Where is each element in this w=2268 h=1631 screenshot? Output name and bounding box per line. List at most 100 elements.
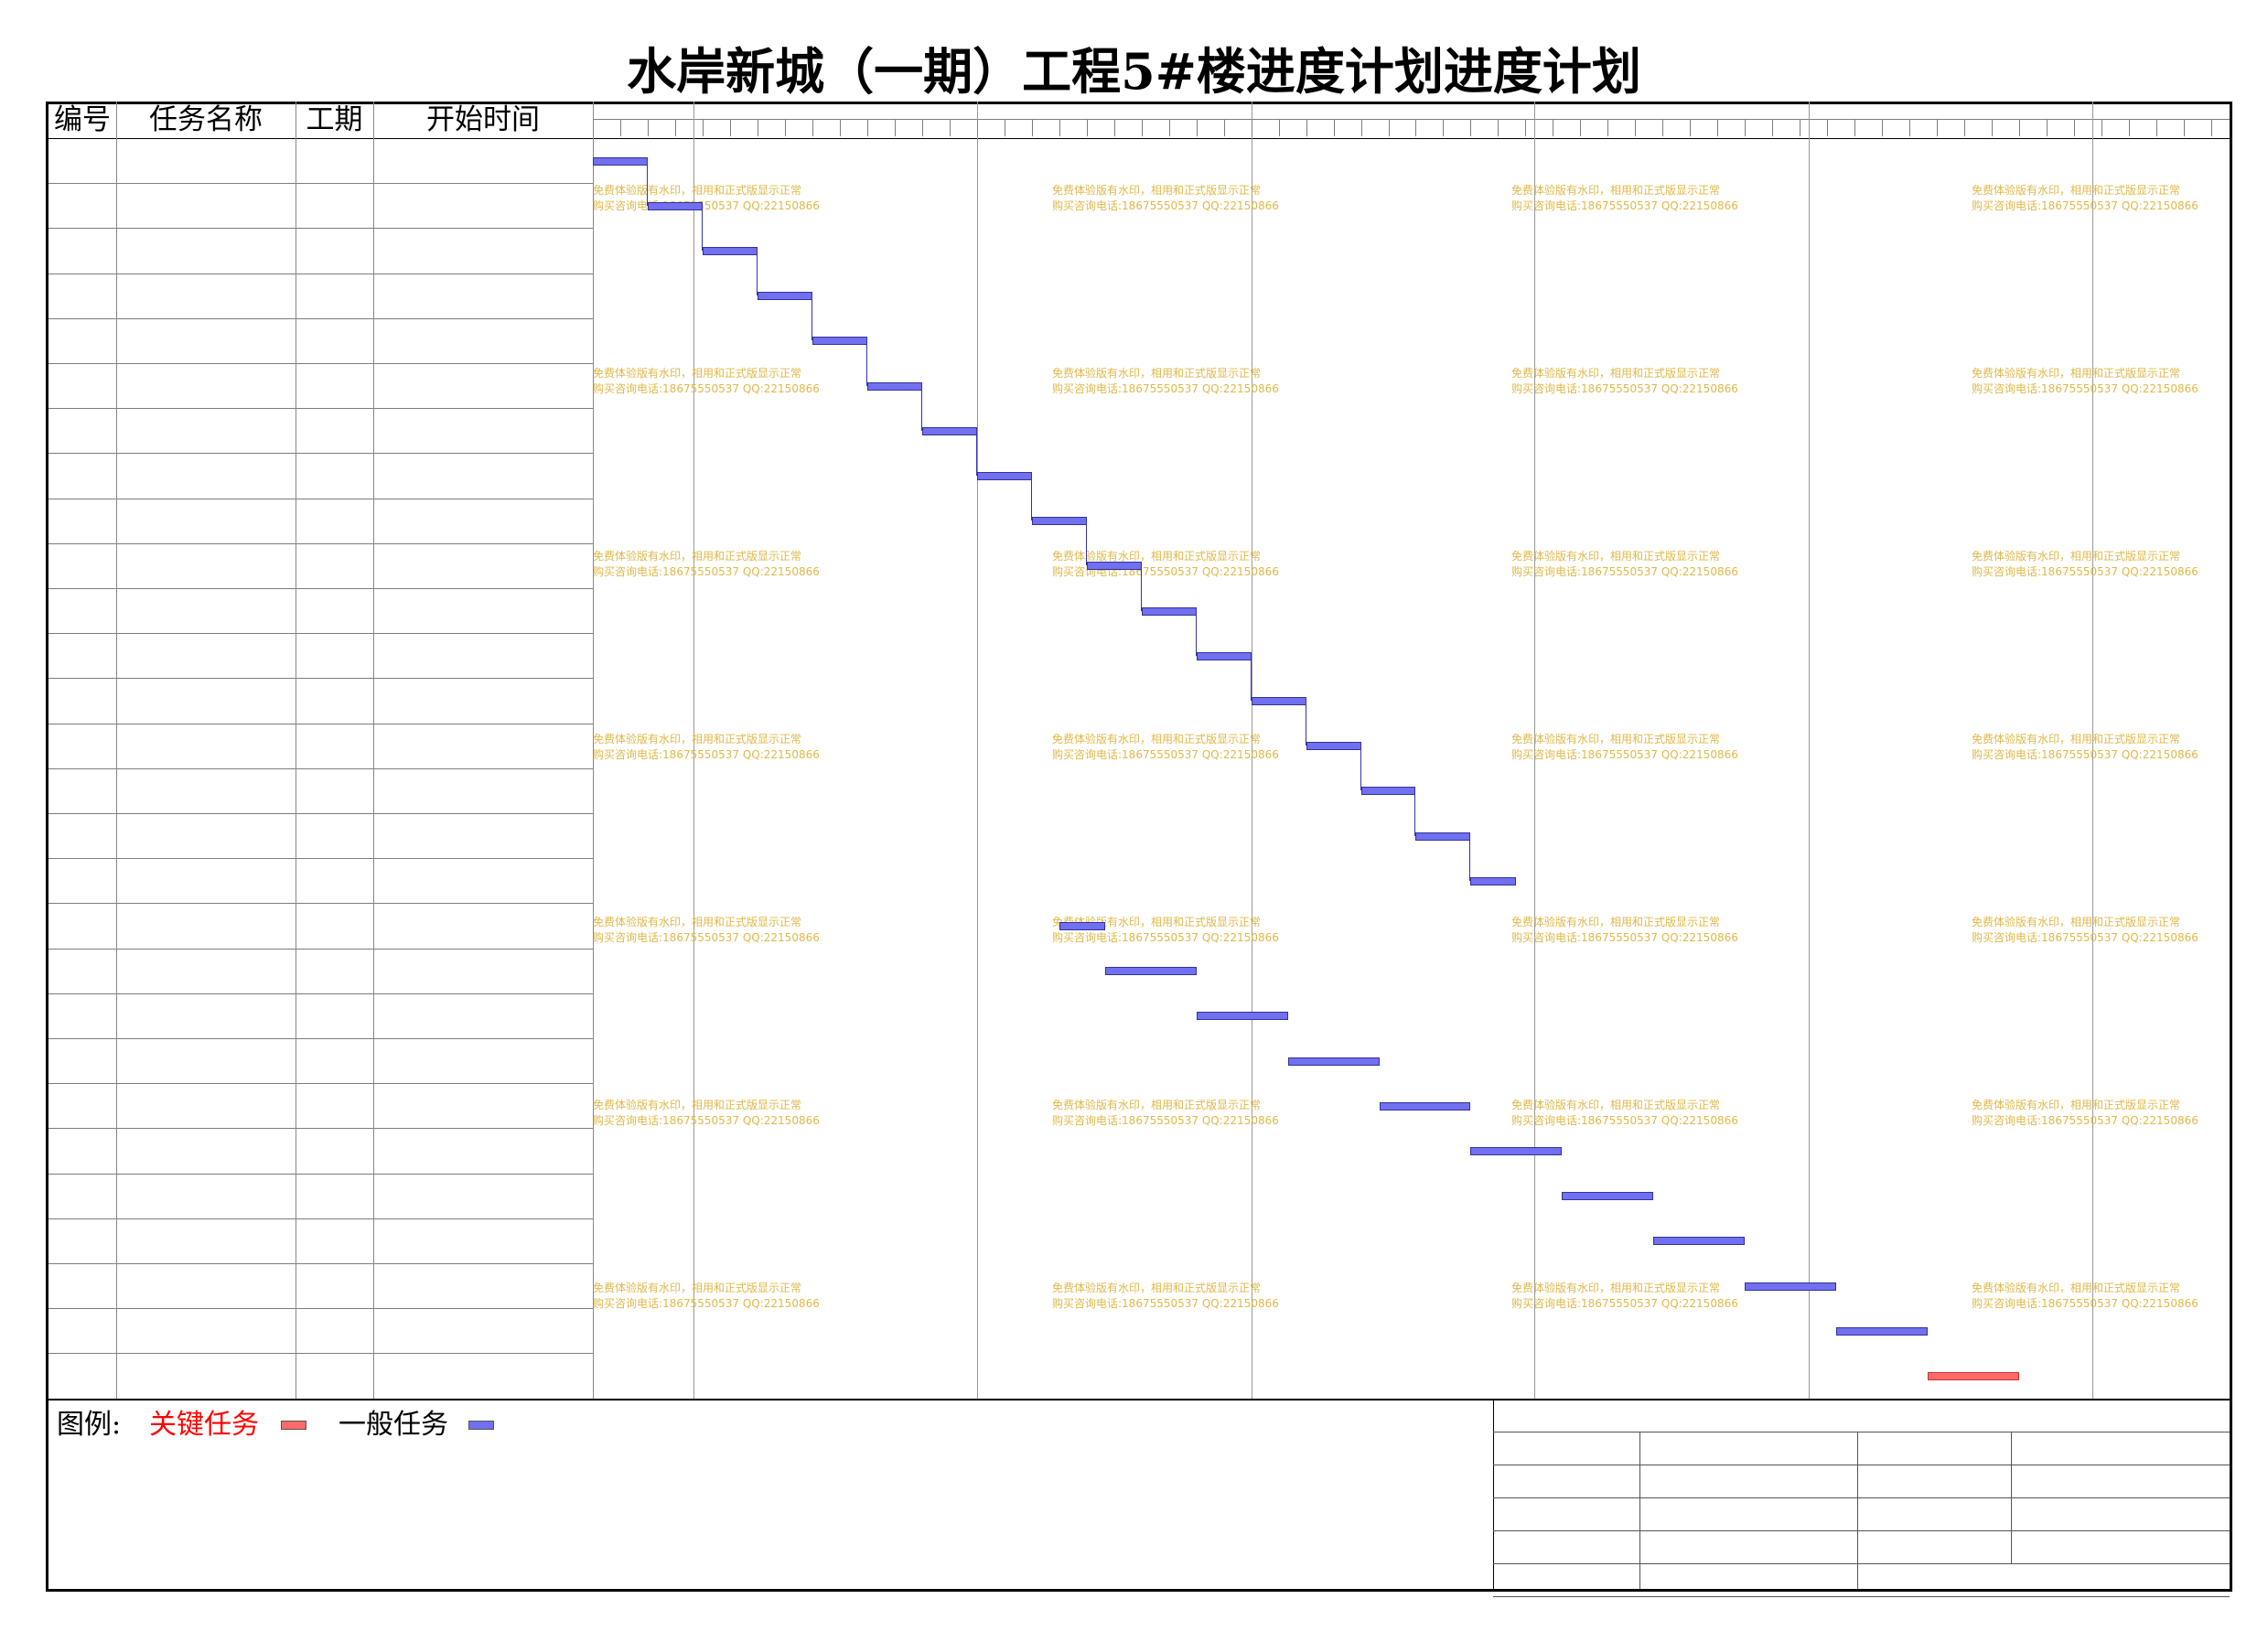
dependency-link [1195,614,1197,656]
task-bar [1306,742,1361,751]
watermark-line-1: 免费体验版有水印，相用和正式版显示正常 [1052,367,1262,380]
header-start: 开始时间 [426,103,540,136]
tick-mark [1086,120,1088,136]
tick-mark [2156,120,2158,136]
task-bar [1562,1192,1654,1201]
dependency-link [1469,839,1471,881]
task-bar [1653,1237,1746,1246]
task-bar [1836,1326,1929,1336]
tick-mark [1964,120,1966,136]
tick-mark [1635,120,1637,136]
task-bar [812,337,867,346]
watermark-line-2: 购买咨询电话:18675550537 QQ:22150866 [1052,931,1279,944]
header-duration: 工期 [306,103,363,136]
watermark-line-1: 免费体验版有水印，相用和正式版显示正常 [1052,550,1262,563]
watermark-line-2: 购买咨询电话:18675550537 QQ:22150866 [1511,382,1738,395]
watermark-line-2: 购买咨询电话:18675550537 QQ:22150866 [1972,565,2198,578]
task-bar [1415,832,1471,841]
column-divider [373,102,374,1399]
title-block-col-divider [1639,1431,1640,1563]
watermark-line-2: 购买咨询电话:18675550537 QQ:22150866 [1972,931,2198,944]
tick-mark [1113,120,1115,136]
watermark-line-2: 购买咨询电话:18675550537 QQ:22150866 [1511,565,1738,578]
row-divider [48,1038,593,1039]
watermark-text: 免费体验版有水印，相用和正式版显示正常购买咨询电话:18675550537 QQ… [1972,915,2198,946]
tick-mark [1854,120,1856,136]
tick-mark [1278,120,1280,136]
tick-mark [674,120,676,136]
tick-mark [2101,120,2103,136]
watermark-text: 免费体验版有水印，相用和正式版显示正常购买咨询电话:18675550537 QQ… [1511,549,1738,580]
title-block-date-divider-right [1857,1562,1858,1589]
watermark-text: 免费体验版有水印，相用和正式版显示正常购买咨询电话:18675550537 QQ… [1052,1281,1279,1312]
tick-mark [2047,120,2048,136]
task-bar [1196,1012,1288,1021]
task-bar [1470,1147,1563,1155]
tick-mark [894,120,896,136]
row-divider [48,948,593,950]
watermark-line-1: 免费体验版有水印，相用和正式版显示正常 [1972,184,2181,197]
tick-mark [647,120,649,136]
watermark-line-1: 免费体验版有水印，相用和正式版显示正常 [1052,1099,1262,1111]
row-divider [48,903,593,905]
row-divider [48,317,593,319]
row-divider [48,1173,593,1175]
watermark-text: 免费体验版有水印，相用和正式版显示正常购买咨询电话:18675550537 QQ… [1052,732,1279,763]
watermark-text: 免费体验版有水印，相用和正式版显示正常购买咨询电话:18675550537 QQ… [1052,366,1279,397]
row-divider [48,678,593,680]
title-block-row-divider [1493,1497,2230,1498]
watermark-line-2: 购买咨询电话:18675550537 QQ:22150866 [593,748,820,761]
tick-mark [2019,120,2021,136]
month-gridline [2092,102,2094,1399]
tick-mark [1443,120,1445,136]
row-divider [48,363,593,364]
row-divider [48,813,593,814]
watermark-text: 免费体验版有水印，相用和正式版显示正常购买咨询电话:18675550537 QQ… [1972,366,2198,397]
watermark-text: 免费体验版有水印，相用和正式版显示正常购买咨询电话:18675550537 QQ… [593,183,820,214]
watermark-line-2: 购买咨询电话:18675550537 QQ:22150866 [1052,199,1279,212]
row-divider [48,453,593,455]
task-bar [1059,922,1105,930]
title-block-row-divider [1493,1562,2230,1564]
watermark-text: 免费体验版有水印，相用和正式版显示正常购买咨询电话:18675550537 QQ… [1511,1098,1738,1129]
tick-mark [1306,120,1307,136]
watermark-line-1: 免费体验版有水印，相用和正式版显示正常 [1511,184,1721,197]
tick-mark [1690,120,1692,136]
row-divider [48,1353,593,1355]
watermark-line-2: 购买咨询电话:18675550537 QQ:22150866 [1972,382,2198,395]
watermark-line-1: 免费体验版有水印，相用和正式版显示正常 [1972,733,2181,746]
dependency-link [756,254,758,296]
tick-mark [2184,120,2186,136]
task-bar [1104,967,1197,976]
tick-mark [1580,120,1582,136]
dependency-link [1250,659,1252,701]
tick-mark [1827,120,1829,136]
task-bar [757,292,812,301]
watermark-text: 免费体验版有水印，相用和正式版显示正常购买咨询电话:18675550537 QQ… [1511,366,1738,397]
month-row-divider [593,119,2230,120]
watermark-line-1: 免费体验版有水印，相用和正式版显示正常 [1052,184,1262,197]
watermark-line-2: 购买咨询电话:18675550537 QQ:22150866 [593,1297,820,1310]
watermark-line-2: 购买咨询电话:18675550537 QQ:22150866 [593,931,820,944]
task-bar [1086,562,1142,571]
tick-mark [1031,120,1033,136]
tick-mark [1607,120,1609,136]
header-id: 编号 [54,103,111,136]
tick-mark [1059,120,1060,136]
watermark-text: 免费体验版有水印，相用和正式版显示正常购买咨询电话:18675550537 QQ… [1052,183,1279,214]
watermark-line-1: 免费体验版有水印，相用和正式版显示正常 [593,367,802,380]
legend-title: 图例: [57,1409,122,1441]
watermark-line-1: 免费体验版有水印，相用和正式版显示正常 [593,184,802,197]
title-block-col-divider [2011,1431,2012,1563]
legend-normal-label: 一般任务 [339,1409,448,1441]
tick-mark [1388,120,1390,136]
row-divider [48,1218,593,1219]
watermark-line-1: 免费体验版有水印，相用和正式版显示正常 [593,733,802,746]
task-bar [1470,876,1517,885]
watermark-line-1: 免费体验版有水印，相用和正式版显示正常 [1511,367,1721,380]
tick-mark [1525,120,1527,136]
watermark-line-1: 免费体验版有水印，相用和正式版显示正常 [593,1282,802,1294]
month-gridline [1809,102,1811,1399]
tick-mark [1223,120,1225,136]
watermark-line-1: 免费体验版有水印，相用和正式版显示正常 [1511,733,1721,746]
